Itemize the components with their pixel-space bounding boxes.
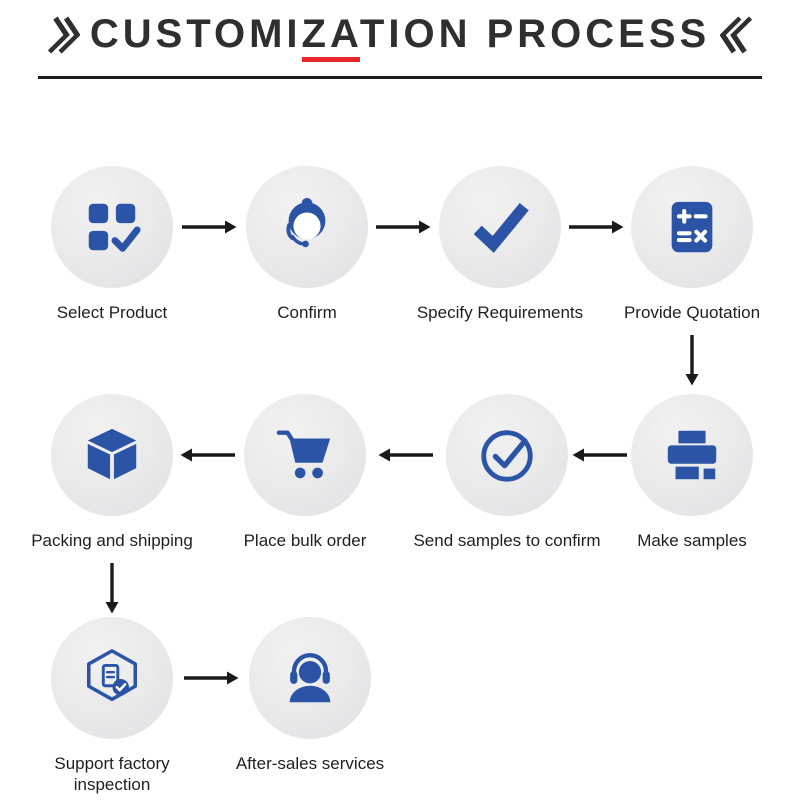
printer-icon [667, 430, 717, 480]
step-select-product: Select Product [12, 166, 212, 323]
step-label: Place bulk order [243, 531, 367, 550]
step-send-samples: Send samples to confirm [407, 394, 607, 551]
title-divider [38, 76, 762, 79]
step-label: Send samples to confirm [413, 531, 601, 550]
step-circle [249, 617, 371, 739]
step-packing-shipping: Packing and shipping [12, 394, 212, 551]
title-suffix: TION PROCESS [359, 12, 711, 56]
title-highlight: ZA [301, 12, 360, 62]
step-circle [631, 394, 753, 516]
step-specify-requirements: Specify Requirements [400, 166, 600, 323]
step-label: Provide Quotation [623, 303, 761, 322]
inspection-badge-icon [87, 649, 137, 702]
step-place-bulk-order: Place bulk order [205, 394, 405, 551]
step-circle [51, 617, 173, 739]
arrow-right-icon [184, 671, 239, 685]
step-confirm: Confirm [207, 166, 407, 323]
checkmark-icon [473, 202, 529, 253]
double-chevron-right-icon [47, 16, 81, 53]
step-make-samples: Make samples [592, 394, 792, 551]
step-label: Support factory inspection [54, 754, 170, 794]
page-title: CUSTOMIZATION PROCESS [89, 12, 711, 62]
step-factory-inspection: Support factory inspection [12, 617, 212, 795]
step-provide-quotation: Provide Quotation [592, 166, 792, 323]
customer-service-icon [286, 197, 326, 248]
step-label: Packing and shipping [31, 531, 193, 550]
step-label: Make samples [637, 531, 747, 550]
arrow-right-icon [376, 220, 431, 234]
circle-check-icon [481, 430, 533, 482]
calculator-icon [671, 201, 713, 253]
arrow-right-icon [182, 220, 237, 234]
page-title-row: CUSTOMIZATION PROCESS [0, 12, 800, 62]
arrow-right-icon [569, 220, 624, 234]
step-circle [246, 166, 368, 288]
double-chevron-left-icon [719, 16, 753, 53]
select-product-icon [88, 203, 141, 252]
shopping-cart-icon [276, 430, 331, 479]
title-prefix: CUSTOMI [89, 12, 302, 56]
package-box-icon [87, 428, 137, 480]
step-label: After-sales services [235, 754, 385, 773]
step-circle [439, 166, 561, 288]
step-circle [631, 166, 753, 288]
step-circle [51, 394, 173, 516]
step-circle [244, 394, 366, 516]
step-label: Select Product [56, 303, 168, 322]
step-circle [51, 166, 173, 288]
step-circle [446, 394, 568, 516]
after-sales-headset-icon [289, 653, 331, 703]
arrow-left-icon [180, 448, 235, 462]
step-after-sales: After-sales services [210, 617, 410, 774]
arrow-down-icon [105, 563, 119, 614]
step-label: Specify Requirements [416, 303, 584, 322]
step-label: Confirm [277, 303, 337, 322]
arrow-left-icon [572, 448, 627, 462]
arrow-left-icon [378, 448, 433, 462]
arrow-down-icon [685, 335, 699, 386]
